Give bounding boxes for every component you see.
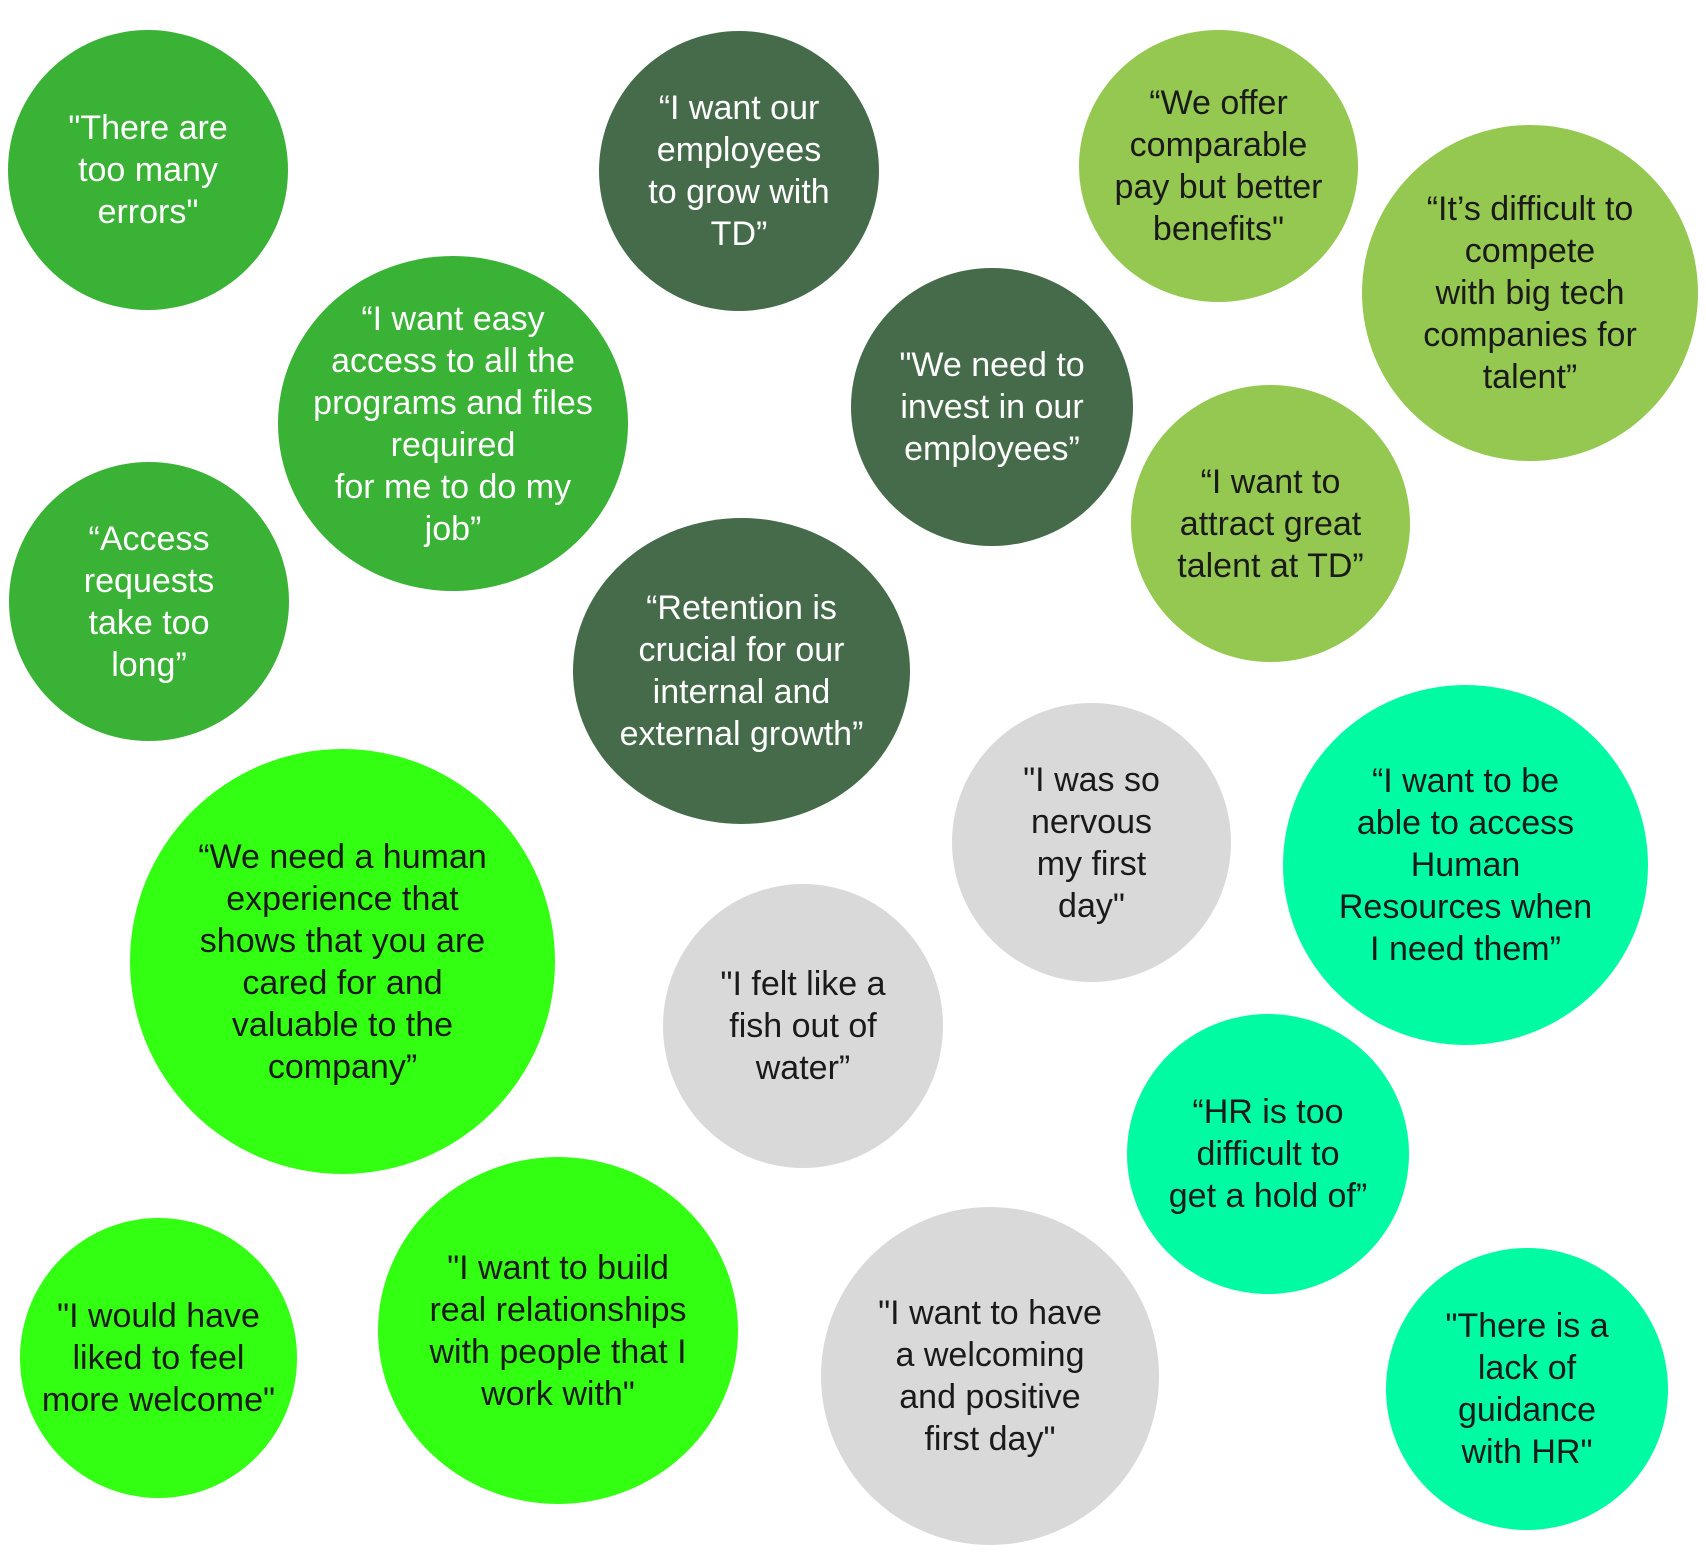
quote-bubble-hr-difficult: “HR is too difficult to get a hold of”: [1127, 1014, 1409, 1294]
quote-bubble-access-hr: “I want to be able to access Human Resou…: [1283, 685, 1648, 1045]
quote-bubble-easy-access: “I want easy access to all the programs …: [278, 256, 628, 591]
quote-bubble-employees-grow: “I want our employees to grow with TD”: [599, 31, 879, 311]
quote-text: “I want easy access to all the programs …: [313, 299, 593, 548]
quote-bubble-invest-employees: "We need to invest in our employees”: [851, 268, 1133, 546]
quote-bubble-welcoming-first-day: "I want to have a welcoming and positive…: [821, 1207, 1159, 1545]
quote-text: “Access requests take too long”: [83, 519, 215, 684]
quote-bubble-human-experience: “We need a human experience that shows t…: [130, 749, 555, 1174]
quote-text: "I was so nervous my first day": [1023, 760, 1160, 925]
quote-bubble-build-relationships: "I want to build real relationships with…: [378, 1157, 738, 1504]
quote-text: "There are too many errors": [68, 109, 228, 231]
quote-text: "I would have liked to feel more welcome…: [41, 1297, 276, 1419]
quote-bubble-lack-of-guidance: "There is a lack of guidance with HR": [1386, 1248, 1668, 1530]
quote-bubble-attract-talent: “I want to attract great talent at TD”: [1131, 385, 1410, 662]
quote-bubble-fish-out-of-water: "I felt like a fish out of water”: [663, 884, 943, 1168]
quote-text: “HR is too difficult to get a hold of”: [1168, 1093, 1368, 1215]
quote-bubble-comparable-pay: “We offer comparable pay but better bene…: [1079, 30, 1358, 302]
quote-text: “I want to attract great talent at TD”: [1177, 462, 1364, 585]
quote-bubble-nervous-first-day: "I was so nervous my first day": [952, 703, 1231, 982]
quote-bubble-retention: “Retention is crucial for our internal a…: [573, 518, 910, 824]
quote-text: “Retention is crucial for our internal a…: [619, 589, 864, 753]
quote-text: "I want to have a welcoming and positive…: [878, 1294, 1102, 1458]
quote-bubble-compete-big-tech: “It’s difficult to compete with big tech…: [1362, 125, 1698, 461]
quote-bubble-too-many-errors: "There are too many errors": [8, 30, 288, 310]
quote-bubble-access-requests: “Access requests take too long”: [9, 462, 289, 741]
quote-text: “I want our employees to grow with TD”: [648, 89, 830, 253]
quote-text: "There is a lack of guidance with HR": [1445, 1307, 1609, 1471]
quote-text: "We need to invest in our employees”: [899, 346, 1085, 468]
quote-text: "I felt like a fish out of water”: [720, 965, 886, 1087]
quote-text: “We need a human experience that shows t…: [198, 837, 487, 1086]
quote-text: "I want to build real relationships with…: [429, 1248, 687, 1413]
quote-text: “It’s difficult to compete with big tech…: [1423, 190, 1637, 396]
quote-text: “I want to be able to access Human Resou…: [1338, 762, 1593, 968]
quote-bubble-feel-welcome: "I would have liked to feel more welcome…: [20, 1218, 297, 1498]
quote-text: “We offer comparable pay but better bene…: [1114, 84, 1323, 248]
